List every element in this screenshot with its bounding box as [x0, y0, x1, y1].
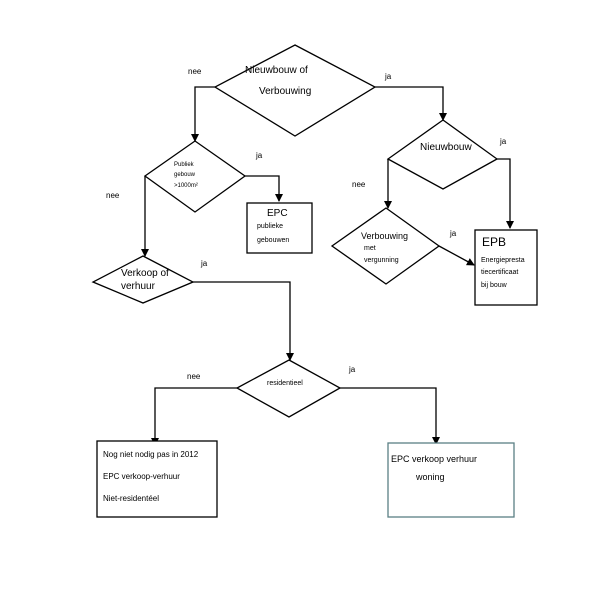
decision-label: Verbouwing [361, 231, 408, 241]
box-nog-niet-nodig: Nog niet nodig pas in 2012 EPC verkoop-v… [96, 440, 218, 518]
decision-label: Verbouwing [259, 86, 311, 97]
box-title: EPC verkoop verhuur [391, 454, 477, 464]
edge-nieuwbouw-verbouwing-nee: nee [188, 67, 215, 142]
decision-label: >1000m² [174, 183, 198, 189]
box-line: tiecertificaat [481, 269, 518, 276]
decision-nieuwbouw-of-verbouwing: Nieuwbouw of Verbouwing [213, 44, 377, 137]
edge-label-ja: ja [499, 137, 507, 146]
edge-nieuwbouw-ja: ja [497, 137, 514, 229]
box-title: EPC [267, 208, 288, 219]
edge-publiek-gebouw-ja: ja [245, 151, 283, 202]
box-epc-verkoop-verhuur-woning: EPC verkoop verhuur woning [387, 442, 515, 518]
edge-label-ja: ja [384, 72, 392, 81]
decision-label: Publiek [174, 162, 195, 168]
decision-label: Nieuwbouw of [245, 65, 308, 76]
edge-nieuwbouw-nee: nee [352, 159, 392, 209]
edge-label-nee: nee [188, 67, 202, 76]
box-title: EPB [482, 235, 506, 249]
edge-label-ja: ja [255, 151, 263, 160]
decision-residentieel: residentieel [235, 359, 342, 418]
box-line: woning [415, 472, 445, 482]
decision-label: vergunning [364, 257, 399, 264]
box-line: bij bouw [481, 282, 508, 289]
box-epc-publieke-gebouwen: EPC publieke gebouwen [246, 202, 313, 254]
edge-residentieel-ja: ja [340, 365, 440, 445]
decision-label: Verkoop of [121, 268, 169, 279]
edge-label-nee: nee [106, 191, 120, 200]
box-line: Energiepresta [481, 257, 525, 264]
decision-verkoop-of-verhuur: Verkoop of verhuur [91, 255, 195, 304]
decision-label: verhuur [121, 281, 156, 292]
decision-label: Nieuwbouw [420, 142, 472, 153]
edge-label-nee: nee [187, 372, 201, 381]
edge-publiek-gebouw-nee: nee [106, 176, 149, 257]
edge-verkoop-verhuur-ja: ja [193, 259, 294, 361]
edge-label-nee: nee [352, 180, 366, 189]
decision-publiek-gebouw: Publiek gebouw >1000m² [143, 140, 247, 213]
box-line: Nog niet nodig pas in 2012 [103, 450, 199, 459]
box-line: gebouwen [257, 237, 289, 244]
decision-nieuwbouw: Nieuwbouw [386, 119, 499, 190]
box-epb: EPB Energiepresta tiecertificaat bij bou… [474, 229, 538, 306]
box-line: publieke [257, 223, 283, 230]
decision-label: gebouw [174, 172, 196, 178]
edge-residentieel-nee: nee [151, 372, 237, 446]
edge-label-ja: ja [348, 365, 356, 374]
edge-nieuwbouw-verbouwing-ja: ja [375, 72, 447, 121]
box-line: EPC verkoop-verhuur [103, 472, 180, 481]
decision-verbouwing-met-vergunning: Verbouwing met vergunning [330, 207, 441, 285]
box-line: Niet-residentéel [103, 494, 159, 503]
edge-verbouwing-vergunning-ja: ja [438, 229, 475, 266]
edge-label-ja: ja [449, 229, 457, 238]
edge-label-ja: ja [200, 259, 208, 268]
decision-label: met [364, 245, 376, 252]
decision-label: residentieel [267, 380, 303, 387]
